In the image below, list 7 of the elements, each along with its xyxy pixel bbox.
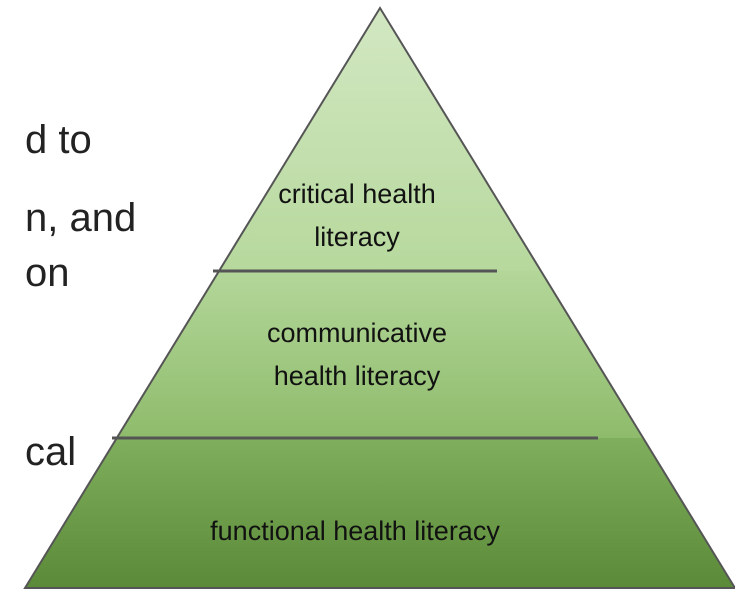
tier-label: communicative health literacy xyxy=(266,317,448,393)
tier-label: functional health literacy xyxy=(209,515,501,548)
text-fragment: d to xyxy=(25,120,92,160)
text-fragment: n, and xyxy=(25,198,136,238)
text-fragment: cal xyxy=(25,432,76,472)
tier-label: critical health literacy xyxy=(277,178,437,254)
text-fragment: on xyxy=(25,253,70,293)
